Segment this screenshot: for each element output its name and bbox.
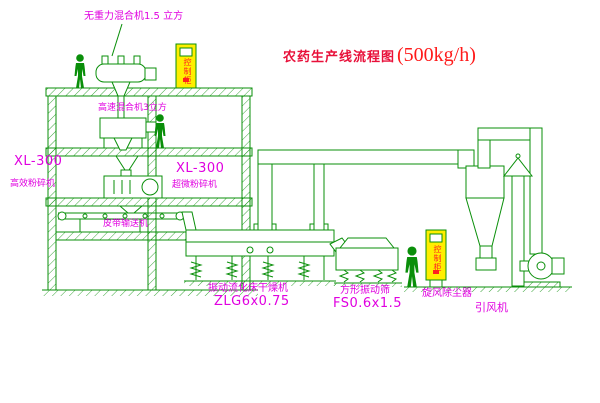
label-top-mixer: 无重力混合机1.5 立方: [84, 11, 184, 22]
cabinet-1-text: 控制柜: [183, 58, 192, 85]
person-roof: [74, 54, 86, 88]
control-cabinet-2: [425, 229, 447, 287]
induced-draft-fan: [519, 252, 565, 288]
diagram-title: 农药生产线流程图 (500kg/h): [283, 44, 476, 67]
fan-motor: [551, 257, 565, 275]
title-chinese: 农药生产线流程图: [283, 50, 396, 65]
label-crusher-mid-model: XL-300: [176, 161, 225, 176]
pulverizer: [103, 175, 163, 214]
label-dryer-model: ZLG6x0.75: [214, 294, 290, 309]
exhaust-duct: [257, 149, 475, 231]
riser-duct-2: [313, 163, 325, 231]
person-ground: [405, 246, 419, 287]
ground-right: [404, 286, 572, 292]
vent-stack: [502, 153, 534, 287]
label-crusher-left-name: 高效粉碎机: [10, 179, 56, 189]
duct-elbow: [457, 149, 475, 169]
cabinet-2-text: 控制柜: [433, 245, 442, 272]
label-cyclone: 旋风除尘器: [422, 288, 472, 299]
fluid-bed-dryer: [184, 223, 336, 286]
label-sieve-model: FS0.6x1.5: [333, 296, 403, 311]
label-dryer-name: 振动流化床干燥机: [208, 283, 288, 294]
cyclone-separator: [465, 127, 543, 271]
label-fan: 引风机: [475, 301, 508, 314]
label-conveyor: 皮带输送机: [103, 219, 149, 229]
roof-mixer: [95, 23, 157, 119]
label-sieve-name: 方形振动筛: [340, 285, 390, 296]
control-cabinet-1: [175, 43, 197, 89]
ground-building: [42, 289, 258, 296]
fan-inlet-pipe: [529, 127, 543, 255]
y-chute: [115, 155, 139, 177]
vibrating-sieve: [329, 237, 402, 287]
dryer-legs: [189, 256, 325, 280]
leader-line-top-mixer: [111, 23, 123, 57]
belt-conveyor: [55, 211, 197, 241]
title-capacity: (500kg/h): [397, 44, 476, 66]
main-duct: [257, 149, 475, 165]
riser-duct-1: [257, 163, 273, 231]
label-crusher-left-model: XL-300: [14, 154, 63, 169]
sieve-springs: [338, 269, 398, 283]
label-high-speed-mixer: 高速混合机3立方: [98, 103, 167, 113]
high-speed-mixer: [99, 117, 157, 151]
label-crusher-mid-name: 超微粉碎机: [172, 180, 218, 190]
